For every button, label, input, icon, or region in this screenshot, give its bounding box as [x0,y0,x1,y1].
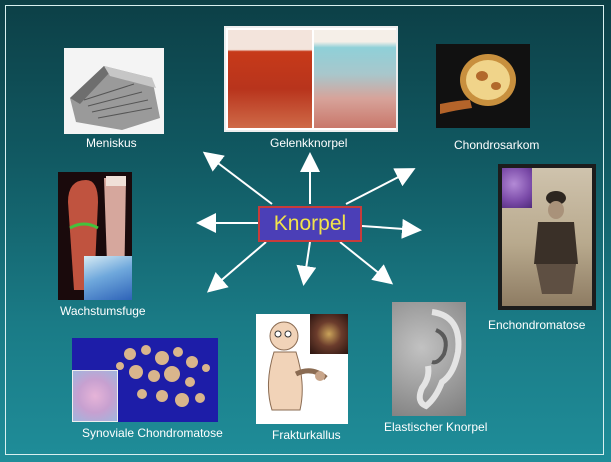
arrow-meniskus [206,154,272,204]
arrow-left-down [210,242,266,290]
arrow-chondrosarkom [346,170,412,204]
arrow-frakturkallus [304,242,310,282]
arrow-enchondromatose [362,226,418,230]
arrow-elastischer-knorpel [340,242,390,282]
center-label: Knorpel [258,206,362,242]
